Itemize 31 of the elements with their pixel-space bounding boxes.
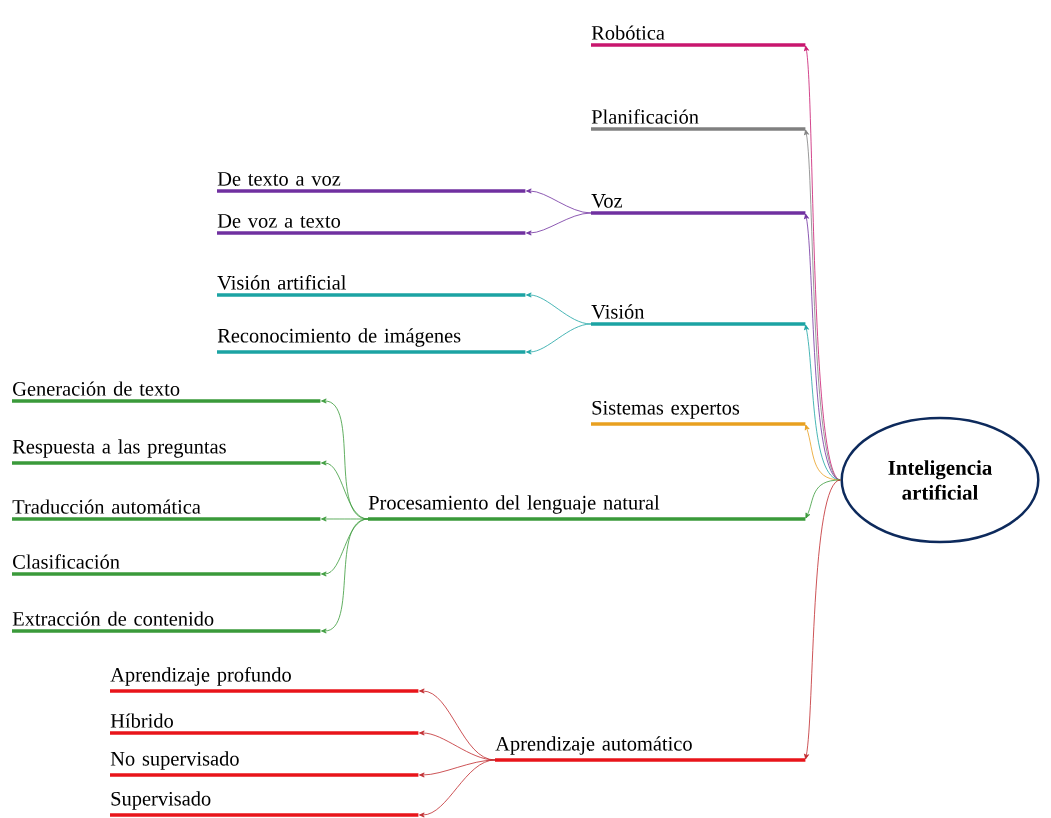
underlined-label: Voz [591, 194, 806, 215]
arrow [321, 518, 369, 634]
underlined-label: Visión artificial [217, 275, 526, 297]
arrow [526, 292, 592, 325]
underlined-label: De voz a texto [217, 214, 526, 235]
arrow [419, 759, 496, 778]
arrow [526, 323, 592, 355]
underlined-label: Visión [591, 304, 806, 326]
underlined-label: Generación de texto [12, 381, 321, 403]
arrow [804, 213, 841, 481]
underlined-label: Planificación [591, 109, 806, 131]
underlined-label: Aprendizaje automático [495, 736, 806, 762]
arrow [804, 424, 841, 481]
underlined-label: Robótica [591, 25, 806, 47]
underlined-label: Traducción automática [12, 499, 321, 521]
underlined-label: Supervisado [110, 791, 419, 817]
underlined-label: Extracción de contenido [12, 611, 321, 633]
underlined-label: Procesamiento del lenguaje natural [368, 495, 806, 521]
underlined-label: Reconocimiento de imágenes [217, 328, 526, 354]
underlined-label: Clasificación [12, 554, 321, 576]
arrow [805, 479, 841, 519]
underlined-label: No supervisado [110, 751, 419, 777]
underlined-label: Sistemas expertos [591, 400, 806, 426]
arrow [804, 479, 841, 760]
underlined-label: Híbrido [110, 713, 419, 735]
arrow [526, 212, 592, 236]
arrow [419, 759, 496, 818]
arrow [321, 516, 369, 522]
underlined-label: De texto a voz [217, 172, 526, 193]
underlined-label: Aprendizaje profundo [110, 667, 419, 693]
underlined-label: Respuesta a las preguntas [12, 439, 321, 465]
